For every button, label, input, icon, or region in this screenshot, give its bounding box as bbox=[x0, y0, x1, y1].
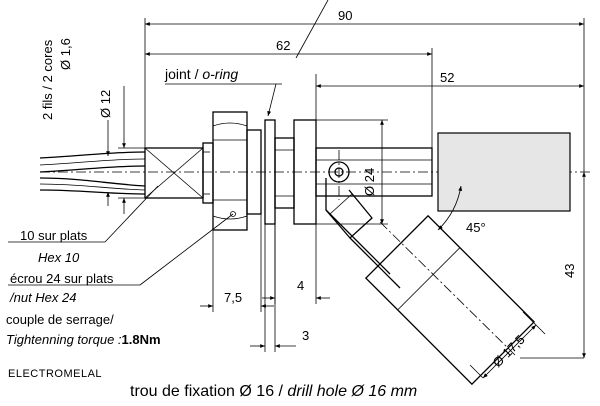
dim-d12-label: Ø 12 bbox=[98, 90, 113, 118]
flats10-label: 10 sur plats bbox=[20, 228, 88, 243]
o-ring-washers bbox=[264, 119, 317, 225]
label-leaders bbox=[8, 185, 234, 286]
angle-45-label: 45° bbox=[466, 220, 486, 235]
dim-62-label: 62 bbox=[276, 38, 290, 53]
dimension-43: 43 bbox=[520, 171, 586, 359]
torque-value: 1.8Nm bbox=[122, 332, 161, 347]
stem bbox=[315, 147, 433, 197]
nut24-label: écrou 24 sur plats bbox=[10, 271, 114, 286]
dimension-52: 52 bbox=[315, 70, 584, 148]
angle-45-arc: 45° bbox=[437, 185, 486, 235]
drill-hole-label: trou de fixation Ø 16 / drill hole Ø 16 … bbox=[130, 383, 417, 400]
dim-d16-label: Ø 1,6 bbox=[58, 38, 73, 70]
electromelal-logo: ELECTROMELAL bbox=[4, 366, 122, 380]
text-labels: joint / o-ring 10 sur plats Hex 10 écrou… bbox=[6, 66, 417, 400]
hex10-label: Hex 10 bbox=[38, 250, 80, 265]
dim-7-5-label: 7,5 bbox=[224, 290, 242, 305]
joint-label-en: o-ring bbox=[202, 66, 238, 82]
dim-d17-5-label: Ø 17,5 bbox=[490, 332, 528, 370]
nut24-en-label: /nut Hex 24 bbox=[9, 290, 77, 305]
dim-52-label: 52 bbox=[440, 70, 454, 85]
watermark-text: ELECTROMELAL bbox=[8, 368, 102, 380]
hex10-nut bbox=[144, 142, 214, 204]
dimension-d24: Ø 24 bbox=[316, 119, 388, 225]
cable bbox=[39, 151, 146, 195]
drill-hole-en: drill hole Ø 16 mm bbox=[287, 383, 417, 400]
dimension-7-5: 7,5 bbox=[200, 214, 274, 312]
dimension-4: 4 bbox=[262, 224, 330, 304]
dimension-62: 62 bbox=[144, 38, 433, 148]
hex24-nut bbox=[212, 111, 262, 231]
dimension-3: 3 bbox=[250, 224, 309, 352]
dim-3-label: 3 bbox=[302, 328, 309, 343]
wires-label: 2 fils / 2 cores bbox=[40, 39, 55, 120]
dim-d24-label: Ø 24 bbox=[362, 168, 377, 196]
joint-label-fr: joint bbox=[164, 66, 191, 82]
torque-fr-label: couple de serrage/ bbox=[6, 312, 114, 327]
dimension-wires: 2 fils / 2 cores Ø 1,6 bbox=[40, 38, 110, 206]
float-tilted bbox=[325, 209, 536, 386]
torque-label: Tightenning torque :1.8Nm bbox=[6, 332, 161, 347]
float-horizontal bbox=[437, 132, 571, 212]
dim-90-label: 90 bbox=[338, 8, 352, 23]
dimension-d12: Ø 12 bbox=[98, 86, 145, 214]
drill-hole-fr: trou de fixation Ø 16 / bbox=[130, 383, 287, 400]
dim-4-label: 4 bbox=[297, 278, 304, 293]
joint-label-sep: / bbox=[191, 66, 203, 82]
dim-43-label: 43 bbox=[562, 264, 577, 278]
dimension-90: 90 bbox=[144, 8, 585, 172]
torque-en-label: Tightenning torque : bbox=[6, 332, 122, 347]
joint-label: joint / o-ring bbox=[164, 66, 238, 82]
